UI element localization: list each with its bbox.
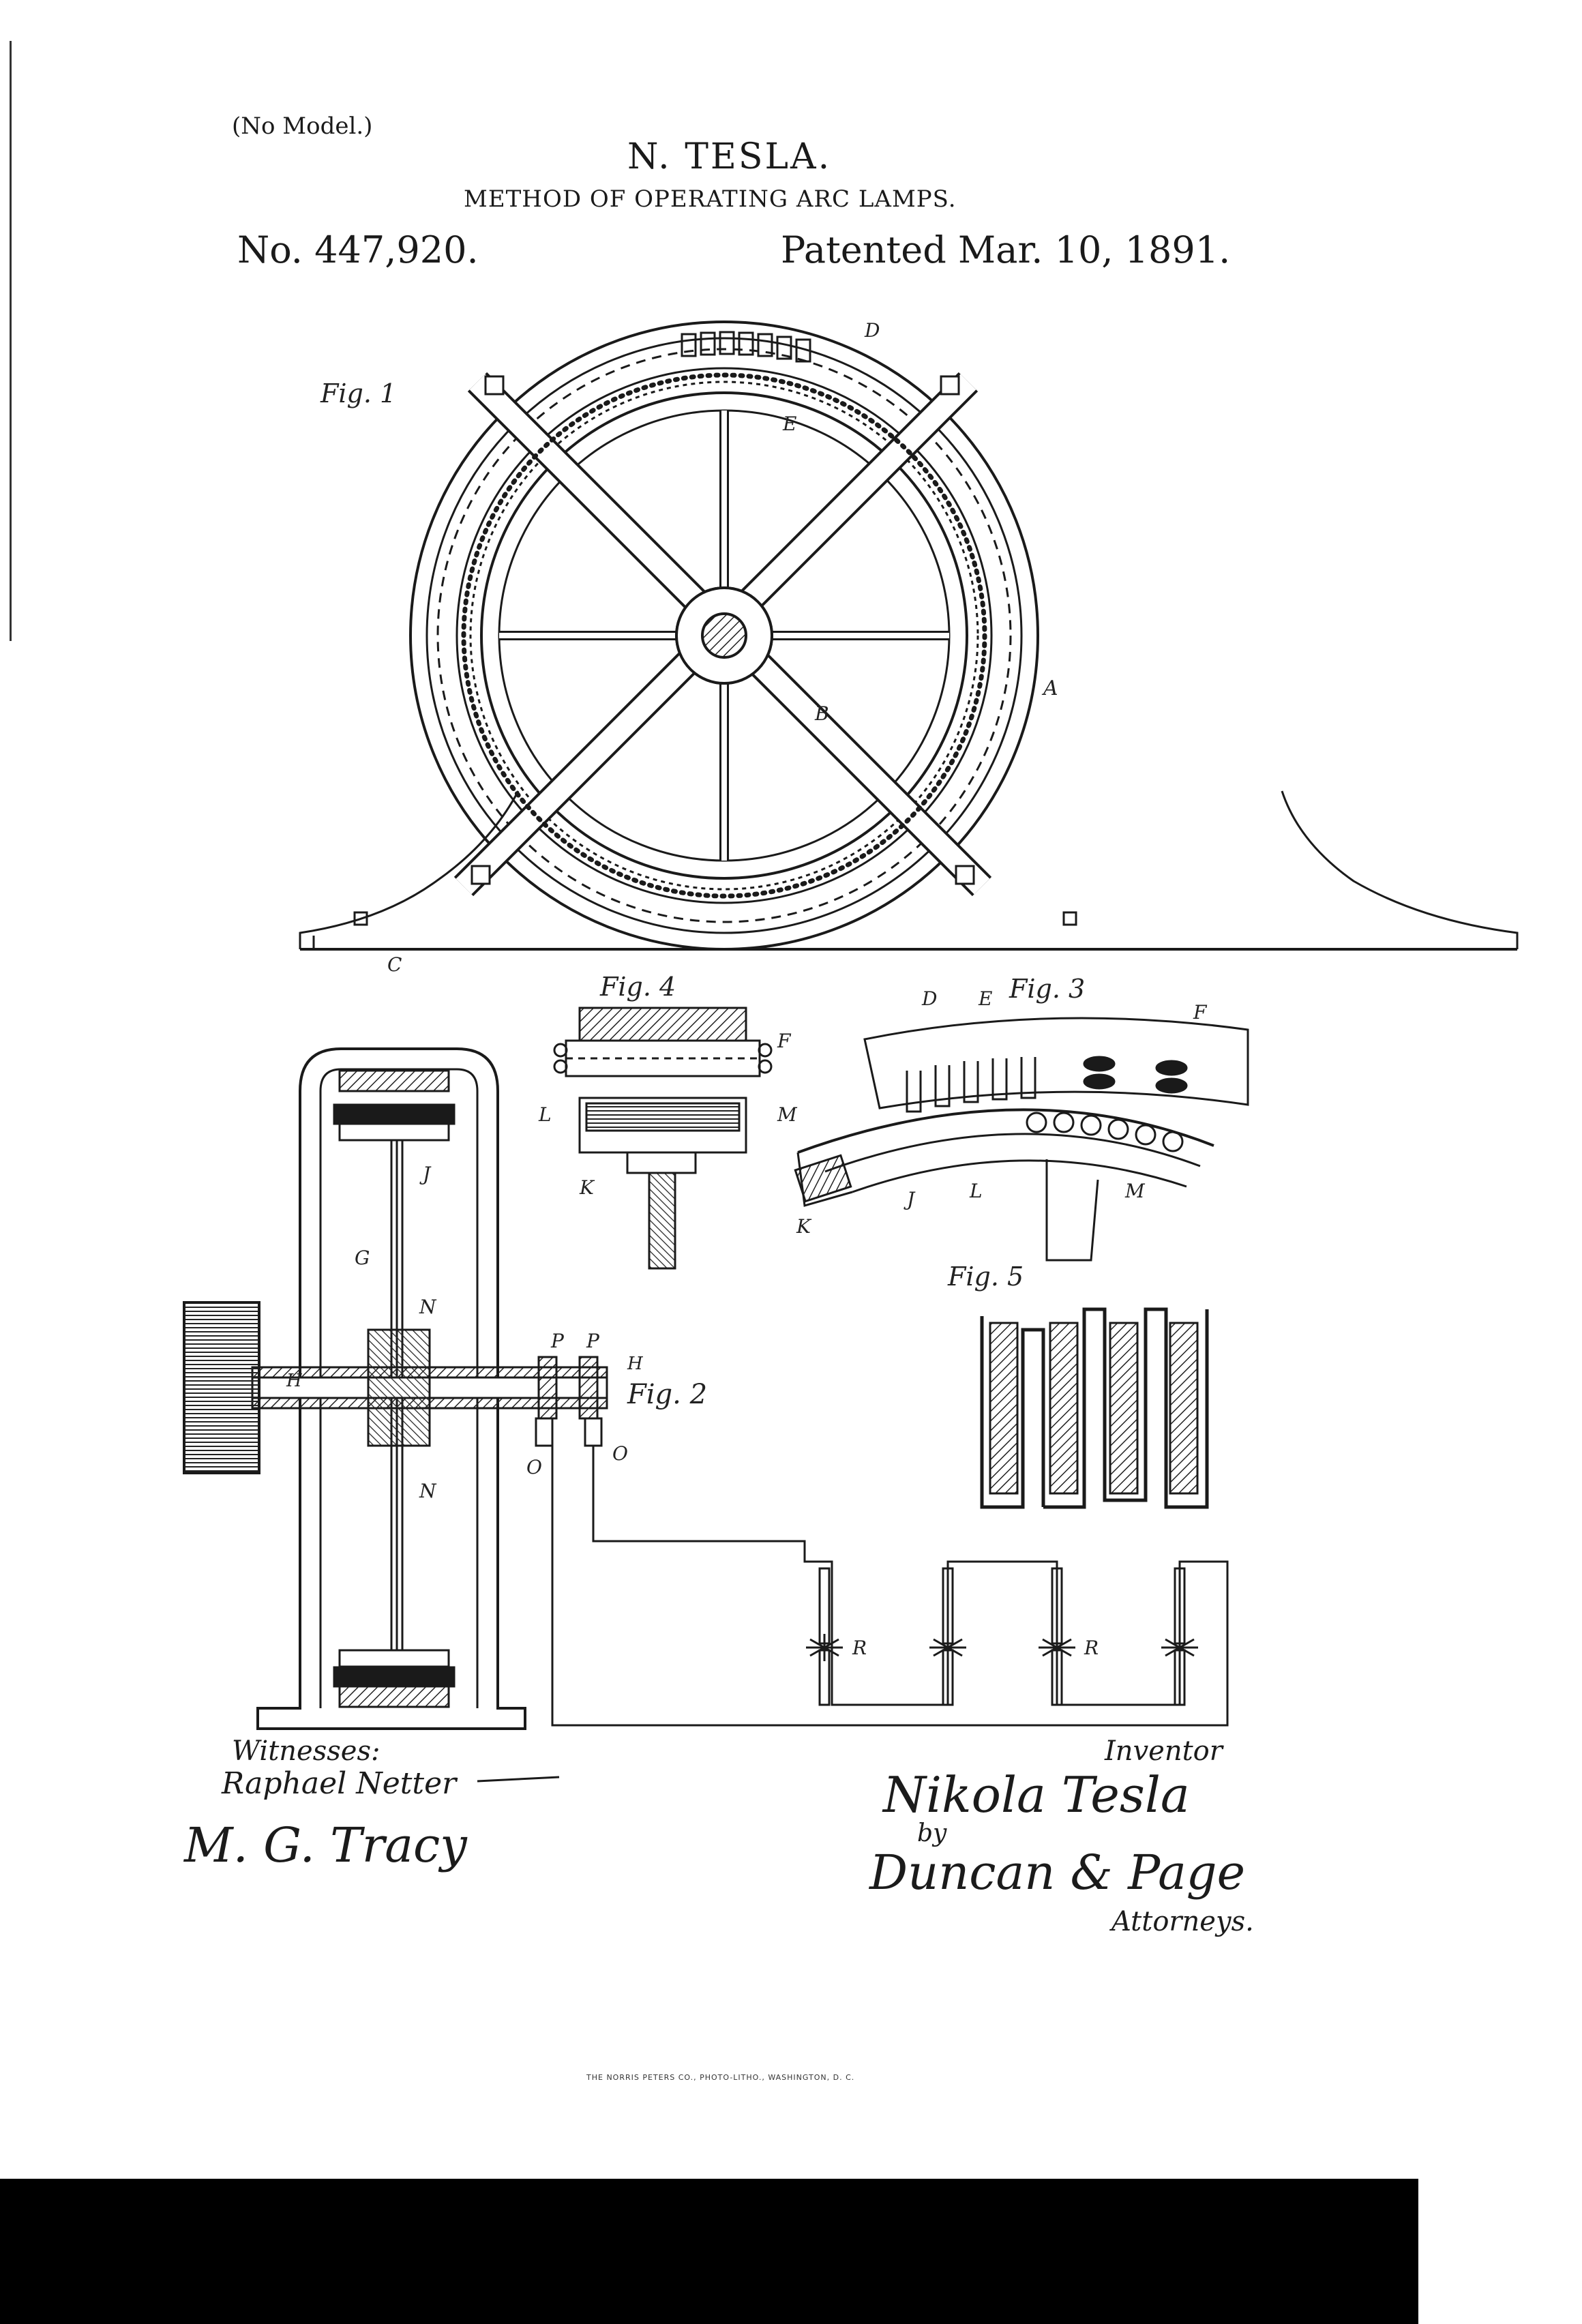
ref-letter-R-1: R [852, 1637, 867, 1659]
lamp-circuit [551, 1446, 1229, 1727]
fig2-drawing [183, 1047, 608, 1730]
ref-letter-H-shaft: H [286, 1371, 302, 1391]
witness-1-signature: Raphael Netter [222, 1766, 457, 1801]
ref-letter-P-2: P [586, 1330, 599, 1352]
patent-title: METHOD OF OPERATING ARC LAMPS. [464, 185, 957, 213]
arc-lamps [806, 1567, 1198, 1706]
witnesses-label: Witnesses: [232, 1735, 380, 1767]
arc-lamp-2 [929, 1567, 966, 1706]
arc-lamp-4 [1161, 1567, 1198, 1706]
patent-number: No. 447,920. [237, 228, 479, 271]
ref-letter-K-fig3: K [796, 1215, 811, 1238]
left-margin-line [10, 41, 12, 641]
patent-date: Patented Mar. 10, 1891. [781, 228, 1231, 271]
fig3-drawing [794, 1017, 1249, 1262]
arc-lamp-3 [1039, 1567, 1075, 1706]
ref-letter-L-fig3: L [970, 1180, 983, 1202]
fig5-drawing [980, 1307, 1209, 1509]
ref-letter-J-fig2: J [423, 1163, 431, 1185]
ref-letter-M-fig4: M [777, 1103, 797, 1126]
ref-letter-N-lower: N [419, 1480, 436, 1502]
ref-letter-K-fig4: K [580, 1176, 594, 1199]
ref-letter-D-fig1: D [865, 319, 880, 342]
ref-letter-E-fig3: E [979, 987, 993, 1010]
fig4-label: Fig. 4 [600, 972, 676, 1002]
witness-2-signature: M. G. Tracy [184, 1817, 467, 1873]
printer-credit: THE NORRIS PETERS CO., PHOTO-LITHO., WAS… [586, 2073, 855, 2082]
by-label: by [917, 1819, 947, 1847]
arc-lamp-1 [806, 1567, 843, 1706]
attorneys-signature: Duncan & Page [869, 1845, 1246, 1901]
ref-letter-E-fig1: E [783, 413, 797, 435]
ref-letter-R-2: R [1084, 1637, 1099, 1659]
ref-letter-O-1: O [526, 1456, 542, 1478]
fig3-label: Fig. 3 [1009, 974, 1086, 1004]
witness-underline [477, 1776, 560, 1783]
ref-letter-P-1: P [551, 1330, 564, 1352]
no-model-label: (No Model.) [232, 113, 373, 140]
ref-letter-F-fig3: F [1193, 1001, 1207, 1024]
ref-letter-F-fig4: F [777, 1030, 791, 1052]
ref-letter-N-upper: N [419, 1296, 436, 1318]
fig1-drawing [299, 321, 1519, 951]
ref-letter-J-fig3: J [907, 1188, 915, 1210]
fig2-label: Fig. 2 [627, 1379, 708, 1410]
ref-letter-G: G [355, 1247, 370, 1269]
inventor-label: Inventor [1105, 1735, 1223, 1767]
bottom-black-bar [0, 2179, 1418, 2324]
fig5-label: Fig. 5 [948, 1262, 1024, 1292]
inventor-heading: N. TESLA. [627, 136, 832, 177]
ref-letter-M-fig3: M [1125, 1180, 1145, 1202]
fig4-drawing [553, 1007, 773, 1270]
attorneys-label: Attorneys. [1111, 1906, 1254, 1937]
ref-letter-C: C [387, 953, 402, 976]
ref-letter-L-fig4: L [539, 1103, 552, 1126]
ref-letter-A: A [1043, 676, 1058, 700]
fig1-label: Fig. 1 [320, 378, 397, 408]
inventor-signature: Nikola Tesla [883, 1766, 1190, 1823]
ref-letter-B: B [815, 702, 829, 725]
ref-letter-O-2: O [612, 1442, 628, 1465]
ref-letter-H-end: H [627, 1354, 643, 1374]
ref-letter-D-fig3: D [922, 987, 938, 1010]
